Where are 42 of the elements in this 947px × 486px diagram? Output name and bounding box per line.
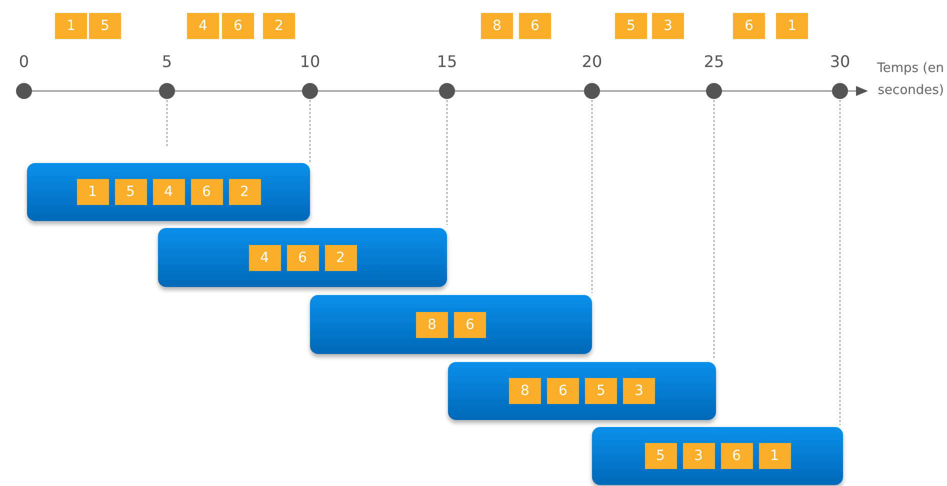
event-tile: 4 (152, 179, 184, 205)
tick-label: 0 (18, 52, 30, 71)
event-tile: 6 (720, 443, 752, 469)
event-tile: 2 (324, 244, 356, 270)
event-tile: 5 (644, 443, 676, 469)
event-tile: 6 (547, 378, 579, 404)
event-tile: 1 (776, 13, 808, 39)
event-tile: 6 (286, 244, 318, 270)
event-tile: 8 (481, 13, 513, 39)
event-tile: 5 (114, 179, 146, 205)
event-tile: 6 (222, 13, 254, 39)
event-tile: 1 (55, 13, 87, 39)
event-tile: 3 (623, 378, 655, 404)
axis-title: Temps (en secondes) (876, 60, 944, 100)
event-tile: 8 (416, 312, 448, 338)
event-tile: 5 (89, 13, 121, 39)
window-bar (27, 163, 310, 221)
event-tile: 1 (758, 443, 790, 469)
tick-label: 10 (298, 52, 322, 71)
window-bar (158, 228, 447, 287)
event-tile: 6 (733, 13, 765, 39)
event-tile: 3 (682, 443, 714, 469)
window-bar (448, 362, 716, 420)
window-bar (310, 295, 592, 354)
event-tile: 1 (76, 179, 108, 205)
event-tile: 2 (263, 13, 295, 39)
event-tile: 5 (585, 378, 617, 404)
event-tile: 6 (454, 312, 486, 338)
tick-label: 25 (702, 52, 726, 71)
event-tile: 3 (652, 13, 684, 39)
event-tile: 6 (519, 13, 551, 39)
event-tile: 2 (228, 179, 260, 205)
window-bar (592, 427, 843, 485)
event-tile: 5 (615, 13, 647, 39)
event-tile: 8 (509, 378, 541, 404)
tick-label: 30 (828, 52, 852, 71)
tick-label: 5 (160, 52, 174, 71)
tick-label: 15 (436, 52, 458, 71)
event-tile: 4 (248, 244, 280, 270)
event-tile: 6 (190, 179, 222, 205)
event-tile: 4 (187, 13, 219, 39)
tick-label: 20 (580, 52, 604, 71)
